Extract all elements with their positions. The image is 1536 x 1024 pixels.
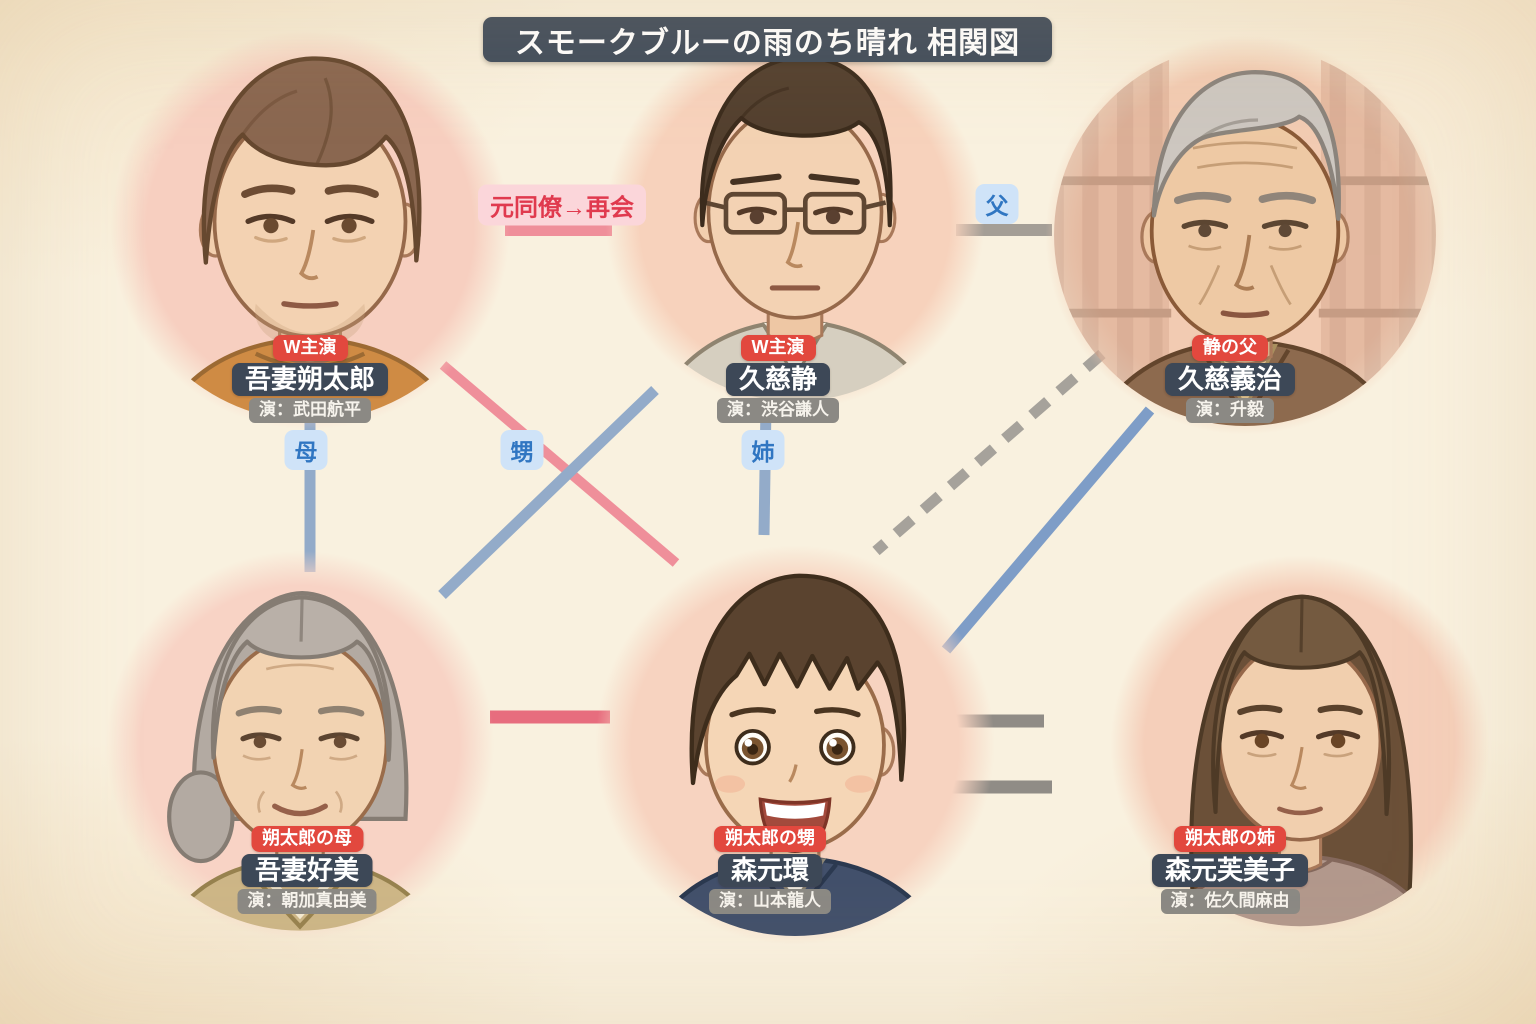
relation-label-mother: 母 <box>284 430 328 470</box>
mouth <box>281 301 339 309</box>
relation-label-father: 父 <box>975 184 1019 224</box>
hair-front <box>210 595 392 762</box>
mouth <box>1277 806 1323 816</box>
nose <box>785 221 803 269</box>
hair <box>699 55 893 228</box>
relation-label-former-colleagues: 元同僚→再会 <box>478 184 646 226</box>
line-nephew <box>439 361 680 567</box>
character-name: 吾妻好美 <box>241 853 372 888</box>
relation-label-nephew: 甥 <box>500 430 544 470</box>
portrait-yoshiharu <box>1028 18 1462 452</box>
face <box>1217 640 1383 842</box>
actor-name: 演：升毅 <box>1185 398 1274 423</box>
plates-yoshimi: 朔太郎の母 吾妻好美 演：朝加真由美 <box>237 826 377 914</box>
actor-name: 演：武田航平 <box>248 398 371 423</box>
character-name: 吾妻朔太郎 <box>231 362 389 397</box>
role-badge: W主演 <box>740 335 816 361</box>
plates-fumiko: 朔太郎の姉 森元芙美子 演：佐久間麻由 <box>1151 826 1309 914</box>
nose <box>298 229 319 281</box>
page-title: スモークブルーの雨のち晴れ 相関図 <box>483 17 1052 62</box>
plates-yoshiharu: 静の父 久慈義治 演：升毅 <box>1164 335 1296 423</box>
line-dashed-grandfather <box>872 349 1106 556</box>
nose <box>788 764 798 783</box>
blush <box>714 775 746 793</box>
eyes-big <box>729 707 861 766</box>
actor-name: 演：佐久間麻由 <box>1160 889 1300 914</box>
wrinkles <box>242 663 358 814</box>
nose <box>1289 746 1307 790</box>
character-name: 久慈静 <box>725 362 830 397</box>
hair <box>1151 70 1341 221</box>
hair <box>201 56 422 265</box>
role-badge: 静の父 <box>1191 335 1268 361</box>
hair <box>689 573 907 786</box>
eyes <box>730 173 860 225</box>
eyes <box>1173 191 1317 238</box>
line-sister <box>758 404 772 536</box>
eyes <box>241 184 379 243</box>
line-diagonal-left <box>438 386 659 599</box>
line-diagonal-right <box>941 406 1155 654</box>
mouth <box>1220 310 1270 319</box>
plates-shizuka: W主演 久慈静 演：渋谷謙人 <box>717 335 839 423</box>
plates-tamaki: 朔太郎の甥 森元環 演：山本龍人 <box>709 826 831 914</box>
actor-name: 演：渋谷謙人 <box>717 398 839 423</box>
character-name: 森元芙美子 <box>1151 853 1309 888</box>
nose <box>290 749 308 790</box>
relation-label-sister: 姉 <box>741 430 785 470</box>
wrinkles <box>1188 141 1302 306</box>
actor-name: 演：山本龍人 <box>709 889 831 914</box>
eyes <box>235 705 365 749</box>
actor-name: 演：朝加真由美 <box>237 889 377 914</box>
nose <box>1233 234 1255 291</box>
eyes <box>1237 704 1363 758</box>
glasses-icon <box>703 191 887 235</box>
role-badge: W主演 <box>272 335 348 361</box>
character-name: 森元環 <box>717 853 822 888</box>
role-badge: 朔太郎の甥 <box>714 826 826 852</box>
plates-sakutaro: W主演 吾妻朔太郎 演：武田航平 <box>231 335 389 423</box>
blush <box>844 775 876 793</box>
hair-front <box>1211 594 1392 817</box>
character-name: 久慈義治 <box>1164 362 1296 397</box>
mouth-smile <box>272 803 328 817</box>
role-badge: 朔太郎の母 <box>251 826 363 852</box>
role-badge: 朔太郎の姉 <box>1173 826 1286 852</box>
